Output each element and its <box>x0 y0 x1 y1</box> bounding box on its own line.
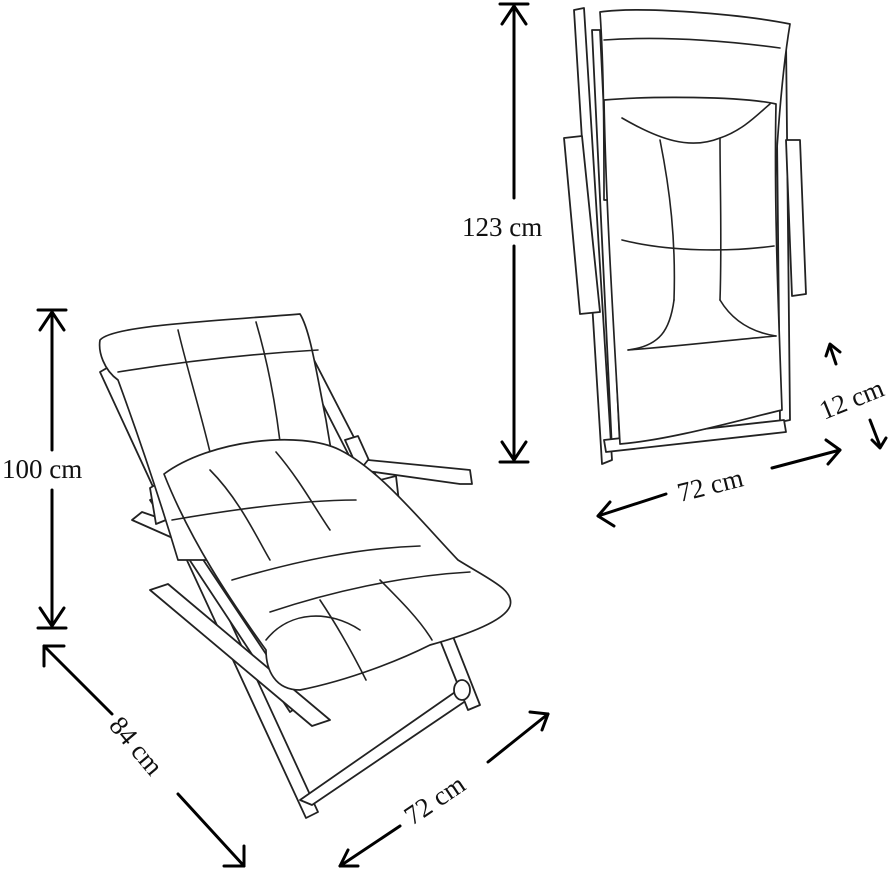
label-12cm: 12 cm <box>815 373 888 426</box>
side-view-chair <box>98 313 512 819</box>
front-view-chair <box>563 7 807 465</box>
dimension-84cm <box>42 644 246 868</box>
dimension-12cm <box>824 342 888 450</box>
label-123cm: 123 cm <box>462 212 542 242</box>
label-84cm: 84 cm <box>103 711 169 781</box>
dimension-123cm <box>498 2 530 464</box>
dimension-72cm-side <box>338 710 550 868</box>
dimension-72cm-front <box>596 438 842 528</box>
dimension-100cm <box>36 308 68 630</box>
label-100cm: 100 cm <box>2 454 82 484</box>
label-72cm-side: 72 cm <box>399 769 471 831</box>
label-72cm-front: 72 cm <box>674 463 746 508</box>
